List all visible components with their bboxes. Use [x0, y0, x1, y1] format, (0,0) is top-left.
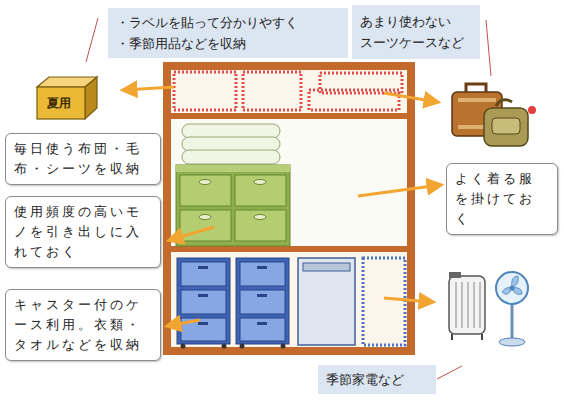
- pointer-arrow: [124, 87, 440, 326]
- callout-box: よく着る服を掛けておく: [446, 163, 558, 235]
- fan-illustration: [496, 272, 528, 346]
- caster-case: [177, 258, 289, 349]
- note-callout: 季節家電など: [318, 365, 436, 394]
- futon: [182, 124, 280, 164]
- heater-illustration: [449, 272, 485, 340]
- shelf: [163, 113, 415, 119]
- callout-box: 毎日使う布団・毛布・シーツを収納: [5, 133, 161, 185]
- callout-text: 使用頻度の高いモノを引き出しに入れておく: [14, 202, 152, 262]
- empty-space: [363, 258, 405, 345]
- note-callout: あまり使わない スーツケースなど: [352, 5, 480, 59]
- callout-text: よく着る服を掛けておく: [455, 169, 549, 229]
- storage-box: [174, 72, 402, 110]
- callout-text: あまり使わない スーツケースなど: [360, 11, 472, 53]
- shelf: [163, 246, 415, 252]
- note-callout: ・ラベルを貼って分かりやすく・季節用品などを収納: [108, 8, 348, 58]
- callout-text: 毎日使う布団・毛布・シーツを収納: [14, 139, 152, 179]
- callout-box: キャスター付のケース利用。衣類・タオルなどを収納: [5, 289, 161, 361]
- closet-frame: [167, 66, 411, 351]
- box-label-text: 夏用: [37, 89, 81, 117]
- closet-middle: [171, 119, 407, 246]
- callout-text: 季節家電など: [326, 369, 428, 390]
- callout-text: ・季節用品などを収納: [116, 33, 340, 54]
- storage-case: [298, 258, 355, 345]
- callout-text: ・ラベルを貼って分かりやすく: [116, 12, 340, 33]
- box-label: 夏用: [35, 74, 99, 122]
- suitcase-illustration: [452, 84, 536, 146]
- callout-text: キャスター付のケース利用。衣類・タオルなどを収納: [14, 295, 152, 355]
- callout-box: 使用頻度の高いモノを引き出しに入れておく: [5, 196, 161, 268]
